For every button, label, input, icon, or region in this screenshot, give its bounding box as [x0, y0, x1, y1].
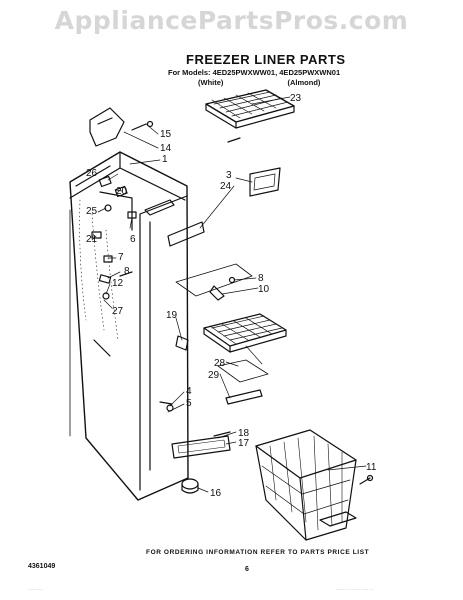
variant-white: (White)	[198, 78, 224, 87]
callout-18: 18	[238, 428, 250, 439]
diagram-title: FREEZER LINER PARTS	[186, 52, 346, 67]
callout-11: 11	[366, 462, 377, 473]
callout-21: 21	[86, 234, 98, 245]
callout-25: 25	[86, 206, 98, 217]
model-numbers: For Models: 4ED25PWXWW01, 4ED25PWXWN01	[168, 68, 341, 77]
callout-4: 4	[186, 386, 192, 397]
callout-8-left: 8	[124, 266, 130, 277]
callout-29: 29	[208, 370, 220, 381]
leader-lines	[91, 96, 367, 493]
fineprint-left: ....... .....	[28, 586, 43, 591]
callout-1: 1	[162, 154, 168, 165]
callout-17: 17	[238, 438, 250, 449]
callout-12: 12	[112, 278, 124, 289]
callout-26: 26	[86, 168, 98, 179]
ordering-note: FOR ORDERING INFORMATION REFER TO PARTS …	[146, 549, 370, 556]
callout-19: 19	[166, 310, 178, 321]
callout-28: 28	[214, 358, 226, 369]
callout-8-right: 8	[258, 273, 264, 284]
callout-5: 5	[186, 398, 192, 409]
callout-3: 3	[226, 170, 232, 181]
freezer-liner	[69, 151, 189, 501]
foot-cap	[181, 478, 199, 494]
variant-almond: (Almond)	[287, 78, 321, 87]
callout-10: 10	[258, 284, 270, 295]
front-trim	[171, 431, 231, 459]
shelf-panel	[217, 359, 269, 405]
color-variants: (White) (Almond)	[198, 78, 382, 87]
wire-basket	[255, 429, 374, 541]
wire-shelf	[203, 313, 287, 353]
document-number: 4361049	[28, 563, 56, 570]
callout-23: 23	[290, 93, 302, 104]
callout-24: 24	[220, 181, 232, 192]
callout-15: 15	[160, 129, 172, 140]
callout-6: 6	[130, 234, 136, 245]
callout-numbers: 15 14 1 23 3 24 26 20 25 21 6 7 8 12 27 …	[86, 93, 377, 499]
callout-7: 7	[118, 252, 124, 263]
shelf-rail	[167, 167, 281, 247]
hinge-bracket	[89, 107, 154, 147]
page-number: 6	[245, 566, 249, 573]
fineprint-right: ........ .. ....... ... ..... ...	[336, 586, 373, 591]
callout-14: 14	[160, 143, 172, 154]
top-shelf	[205, 89, 295, 143]
watermark: AppliancePartsPros.com	[54, 6, 409, 35]
callout-27: 27	[112, 306, 124, 317]
liner-clip	[159, 335, 189, 412]
callout-20: 20	[116, 186, 128, 197]
callout-16: 16	[210, 488, 222, 499]
